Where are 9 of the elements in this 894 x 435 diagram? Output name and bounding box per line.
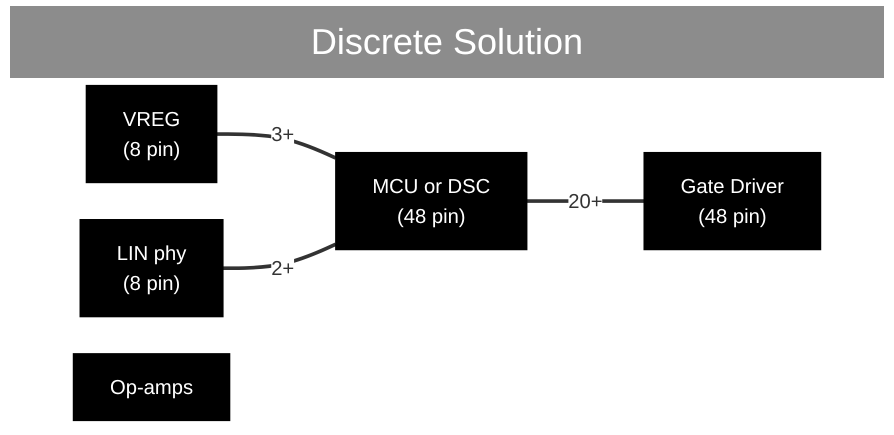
node-box: VREG (8 pin) [86,84,218,184]
node-box: LIN phy (8 pin) [80,219,224,318]
edge-label: 3+ [271,122,294,146]
edge-label: 20+ [568,190,603,213]
node-box: MCU or DSC (48 pin) [335,152,528,250]
node-box: Op-amps [72,353,230,422]
node-box: Gate Driver (48 pin) [643,152,822,250]
title-banner: Discrete Solution [10,6,884,78]
edge-label: 2+ [271,256,294,280]
